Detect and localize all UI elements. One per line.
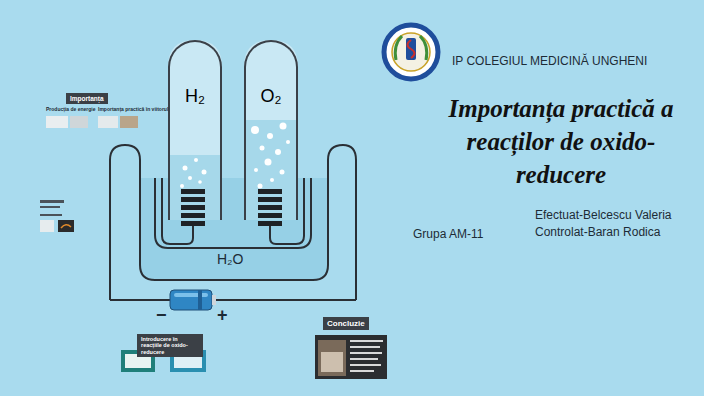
institution-name: IP COLEGIUL MEDICINĂ UNGHENI bbox=[452, 55, 647, 69]
electrodes bbox=[181, 189, 282, 226]
gas-bubbles bbox=[180, 123, 290, 189]
gas-formula: O₂ bbox=[246, 86, 296, 107]
o2-tube-liquid bbox=[245, 120, 297, 220]
thumbnail-frames bbox=[40, 116, 387, 379]
tab-heading: Importanța bbox=[70, 95, 104, 102]
gas-formula: H₂ bbox=[170, 86, 220, 107]
vessel-and-wires bbox=[110, 145, 356, 300]
battery-symbol bbox=[170, 290, 216, 310]
tab-heading: Concluzie bbox=[327, 319, 365, 328]
o2-tube-fill bbox=[244, 40, 298, 220]
water-formula: H₂O bbox=[217, 251, 243, 267]
thumbnail-caption: Producția de energie bbox=[46, 107, 95, 113]
section-tab: Concluzie bbox=[323, 317, 369, 330]
section-tab: Importanța bbox=[66, 93, 108, 104]
tab-heading: Introducere în reacțiile de oxido-reduce… bbox=[141, 336, 199, 355]
o2-test-tube: O₂ bbox=[244, 40, 298, 220]
college-logo bbox=[384, 25, 438, 79]
h2-test-tube: H₂ bbox=[168, 40, 222, 220]
h2-tube-liquid bbox=[169, 155, 221, 220]
plus-terminal: + bbox=[217, 305, 228, 326]
thumbnail-caption: Importanța practică în viitorul bbox=[98, 107, 168, 113]
group-label: Grupa AM-11 bbox=[413, 228, 483, 242]
section-tab: Introducere în reacțiile de oxido-reduce… bbox=[137, 334, 203, 357]
slide-title: Importanța practică a reacților de oxido… bbox=[430, 92, 692, 191]
h2-tube-fill bbox=[168, 40, 222, 220]
teacher-line: Controlat-Baran Rodica bbox=[535, 226, 660, 240]
author-line: Efectuat-Belcescu Valeria bbox=[535, 209, 672, 223]
minus-terminal: − bbox=[156, 305, 167, 326]
